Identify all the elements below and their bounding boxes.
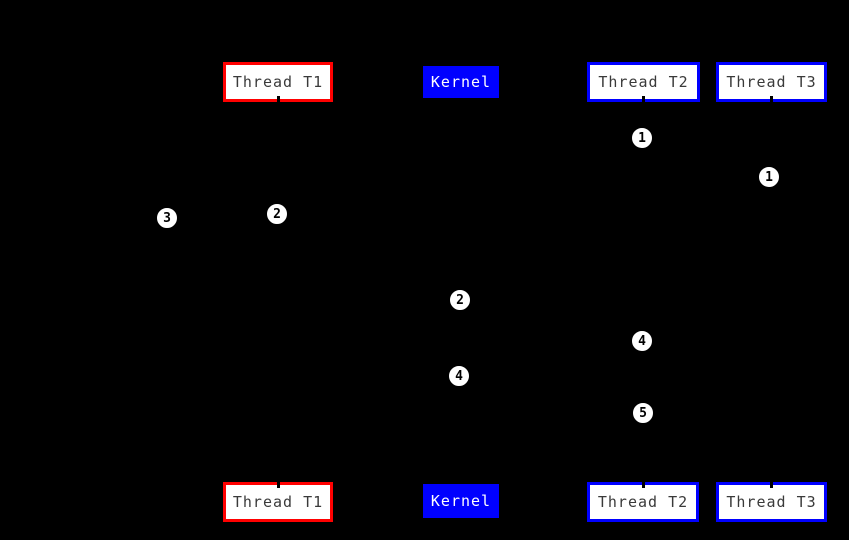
lifeline-tick <box>770 96 773 104</box>
step-marker-2: 2 <box>266 203 288 225</box>
lifeline-tick <box>641 480 645 488</box>
lifeline-tick <box>642 96 645 104</box>
step-marker-4: 4 <box>631 330 653 352</box>
step-marker-4: 4 <box>448 365 470 387</box>
lifeline-tick <box>276 480 280 488</box>
lifeline-tick <box>276 96 280 104</box>
entity-box-thread-t1-top: Thread T1 <box>223 62 333 102</box>
step-marker-1: 1 <box>758 166 780 188</box>
entity-box-thread-t1-bottom: Thread T1 <box>223 482 333 522</box>
step-marker-3: 3 <box>156 207 178 229</box>
entity-box-kernel-bottom: Kernel <box>423 484 499 518</box>
entity-box-thread-t3-bottom: Thread T3 <box>716 482 827 522</box>
lifeline-tick <box>770 480 773 488</box>
step-marker-1: 1 <box>631 127 653 149</box>
entity-box-thread-t2-bottom: Thread T2 <box>587 482 699 522</box>
step-marker-2: 2 <box>449 289 471 311</box>
entity-box-kernel-top: Kernel <box>423 66 499 98</box>
step-marker-5: 5 <box>632 402 654 424</box>
